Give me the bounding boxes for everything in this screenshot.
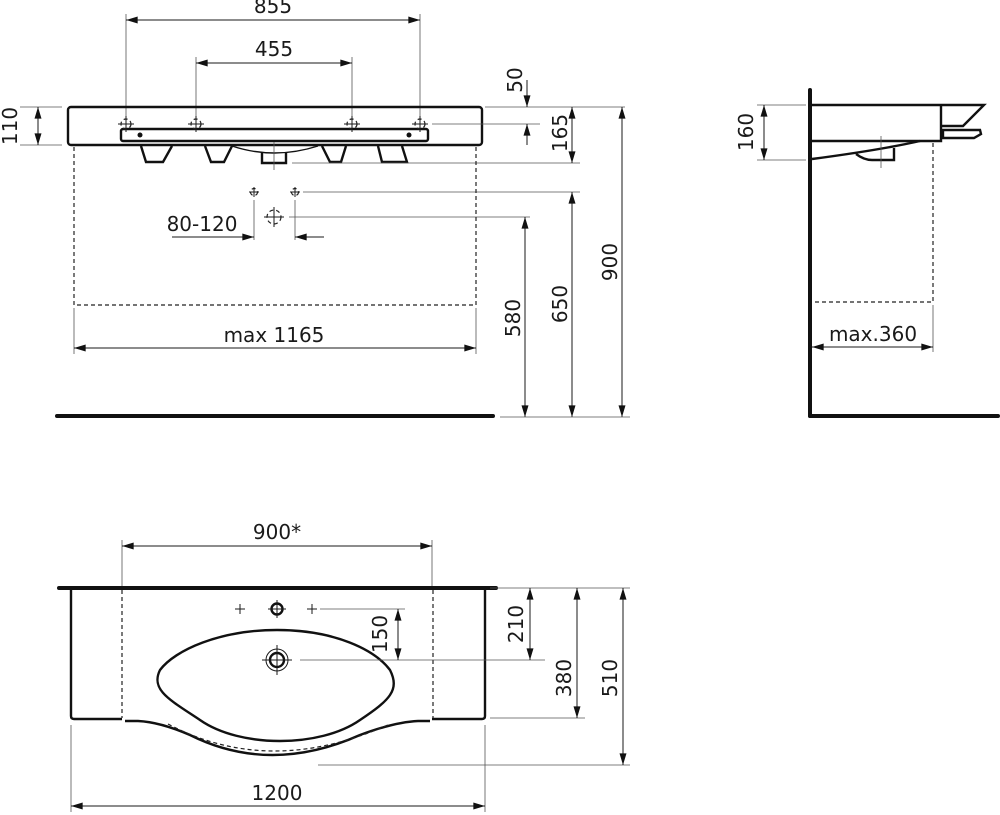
basin-outline-top [69,590,487,721]
dim-label: 150 [368,615,392,653]
dim-label: 165 [548,114,572,152]
dim-label: max.360 [829,322,917,346]
dim-label: 900* [253,520,301,544]
dim-label: max 1165 [224,323,325,347]
dimension-380: 380 [552,588,581,718]
supply-hole-right [290,187,300,197]
dim-label: 380 [552,659,576,697]
dim-label: 580 [501,299,525,337]
dim-label: 160 [734,113,758,151]
dimension-455: 455 [195,37,353,125]
dim-label: 650 [548,285,572,323]
dimension-900-height: 900 [598,106,626,418]
bowl-outline [156,628,395,743]
dim-label: 510 [598,659,622,697]
front-apron-curve [125,719,430,757]
tap-holes [235,600,317,618]
dim-label: 80-120 [167,212,238,236]
dim-label: 210 [504,605,528,643]
supply-hole-left [249,187,259,197]
dim-label: 50 [503,67,527,92]
dimension-max-360: max.360 [812,305,934,352]
dimension-max-1165: max 1165 [73,308,477,354]
dimension-650: 650 [548,192,576,418]
dimension-580: 580 [501,217,529,418]
dimension-1200: 1200 [70,725,486,812]
front-view: 855 455 110 [0,0,630,418]
dim-label: 900 [598,243,622,281]
dimension-50: 50 [503,67,531,145]
tap-hole-markers [118,116,428,132]
dimension-165: 165 [548,106,576,163]
top-view: 900* 150 210 [57,520,630,812]
basin-side [811,103,987,162]
side-view: 160 max.360 [734,88,1000,418]
drain [262,645,292,675]
drain-hole [264,207,284,227]
dimension-80-120: 80-120 [167,200,324,241]
brackets [139,145,409,165]
dim-label: 855 [254,0,292,18]
dim-label: 1200 [252,781,303,805]
dimension-110: 110 [0,106,62,146]
dimension-510: 510 [598,588,627,765]
dim-label: 455 [255,37,293,61]
dimension-210: 210 [504,588,534,660]
basin-front [66,105,484,147]
dim-label: 110 [0,107,22,145]
cabinet-outline-side [812,143,934,303]
dimension-150: 150 [368,609,402,660]
cabinet-outline [73,147,477,306]
mounting-bar [119,127,430,143]
dimension-900-star: 900* [121,520,433,588]
dimension-160: 160 [734,104,806,161]
